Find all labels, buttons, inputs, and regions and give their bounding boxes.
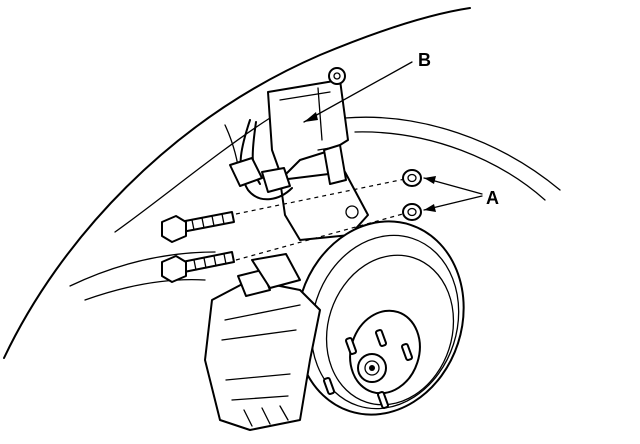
callout-label-b: B	[418, 50, 431, 70]
callout-label-a: A	[486, 188, 499, 208]
brake-caliper	[204, 253, 321, 431]
upper-nut	[402, 169, 422, 187]
steering-knuckle	[267, 67, 369, 241]
wheel-well-outline	[3, 7, 561, 359]
brake-rotor	[295, 220, 465, 416]
upper-mounting-bolt	[161, 211, 235, 243]
wheel-studs	[323, 329, 413, 409]
lower-mounting-bolt	[161, 251, 235, 283]
leader-lines	[303, 61, 483, 212]
brake-hose	[229, 119, 293, 201]
lower-nut	[402, 203, 422, 221]
alignment-guides	[235, 177, 411, 261]
